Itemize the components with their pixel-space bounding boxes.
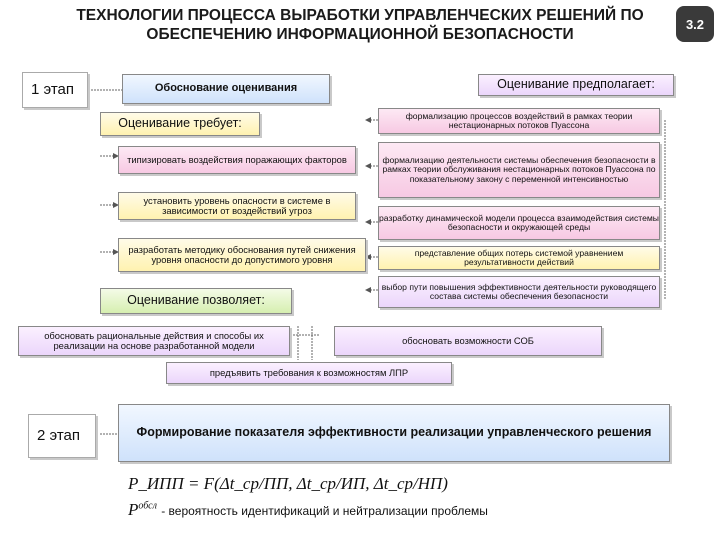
requires-header: Оценивание требует: <box>100 112 260 136</box>
formula-description: - вероятность идентификаций и нейтрализа… <box>161 504 488 518</box>
assumes-item-1: формализацию процессов воздействий в рам… <box>378 108 660 134</box>
stage2-label: 2 этап <box>28 414 96 458</box>
assumes-header: Оценивание предполагает: <box>478 74 674 96</box>
requires-item-1: типизировать воздействия поражающих факт… <box>118 146 356 174</box>
assumes-item-3: разработку динамической модели процесса … <box>378 206 660 240</box>
formula-description-line: Pобсл - вероятность идентификаций и нейт… <box>128 500 488 519</box>
requires-item-3: разработать методику обоснования путей с… <box>118 238 366 272</box>
stage1-label: 1 этап <box>22 72 88 108</box>
allows-item-2: обосновать возможности СОБ <box>334 326 602 356</box>
slide-number-badge: 3.2 <box>676 6 714 42</box>
assumes-item-2: формализацию деятельности системы обеспе… <box>378 142 660 198</box>
allows-item-3: предъявить требования к возможностям ЛПР <box>166 362 452 384</box>
assumes-item-5: выбор пути повышения эффективности деяте… <box>378 276 660 308</box>
allows-item-1: обосновать рациональные действия и спосо… <box>18 326 290 356</box>
page-title: ТЕХНОЛОГИИ ПРОЦЕССА ВЫРАБОТКИ УПРАВЛЕНЧЕ… <box>76 7 644 43</box>
stage2-main-box: Формирование показателя эффективности ре… <box>118 404 670 462</box>
stage1-main-box: Обоснование оценивания <box>122 74 330 104</box>
formula-text: P_ИПП = F(Δt_ср/ПП, Δt_ср/ИП, Δt_ср/НП) <box>128 474 448 493</box>
efficiency-formula: P_ИПП = F(Δt_ср/ПП, Δt_ср/ИП, Δt_ср/НП) <box>128 474 448 494</box>
assumes-item-4: представление общих потерь системой урав… <box>378 246 660 270</box>
allows-header: Оценивание позволяет: <box>100 288 292 314</box>
requires-item-2: установить уровень опасности в системе в… <box>118 192 356 220</box>
